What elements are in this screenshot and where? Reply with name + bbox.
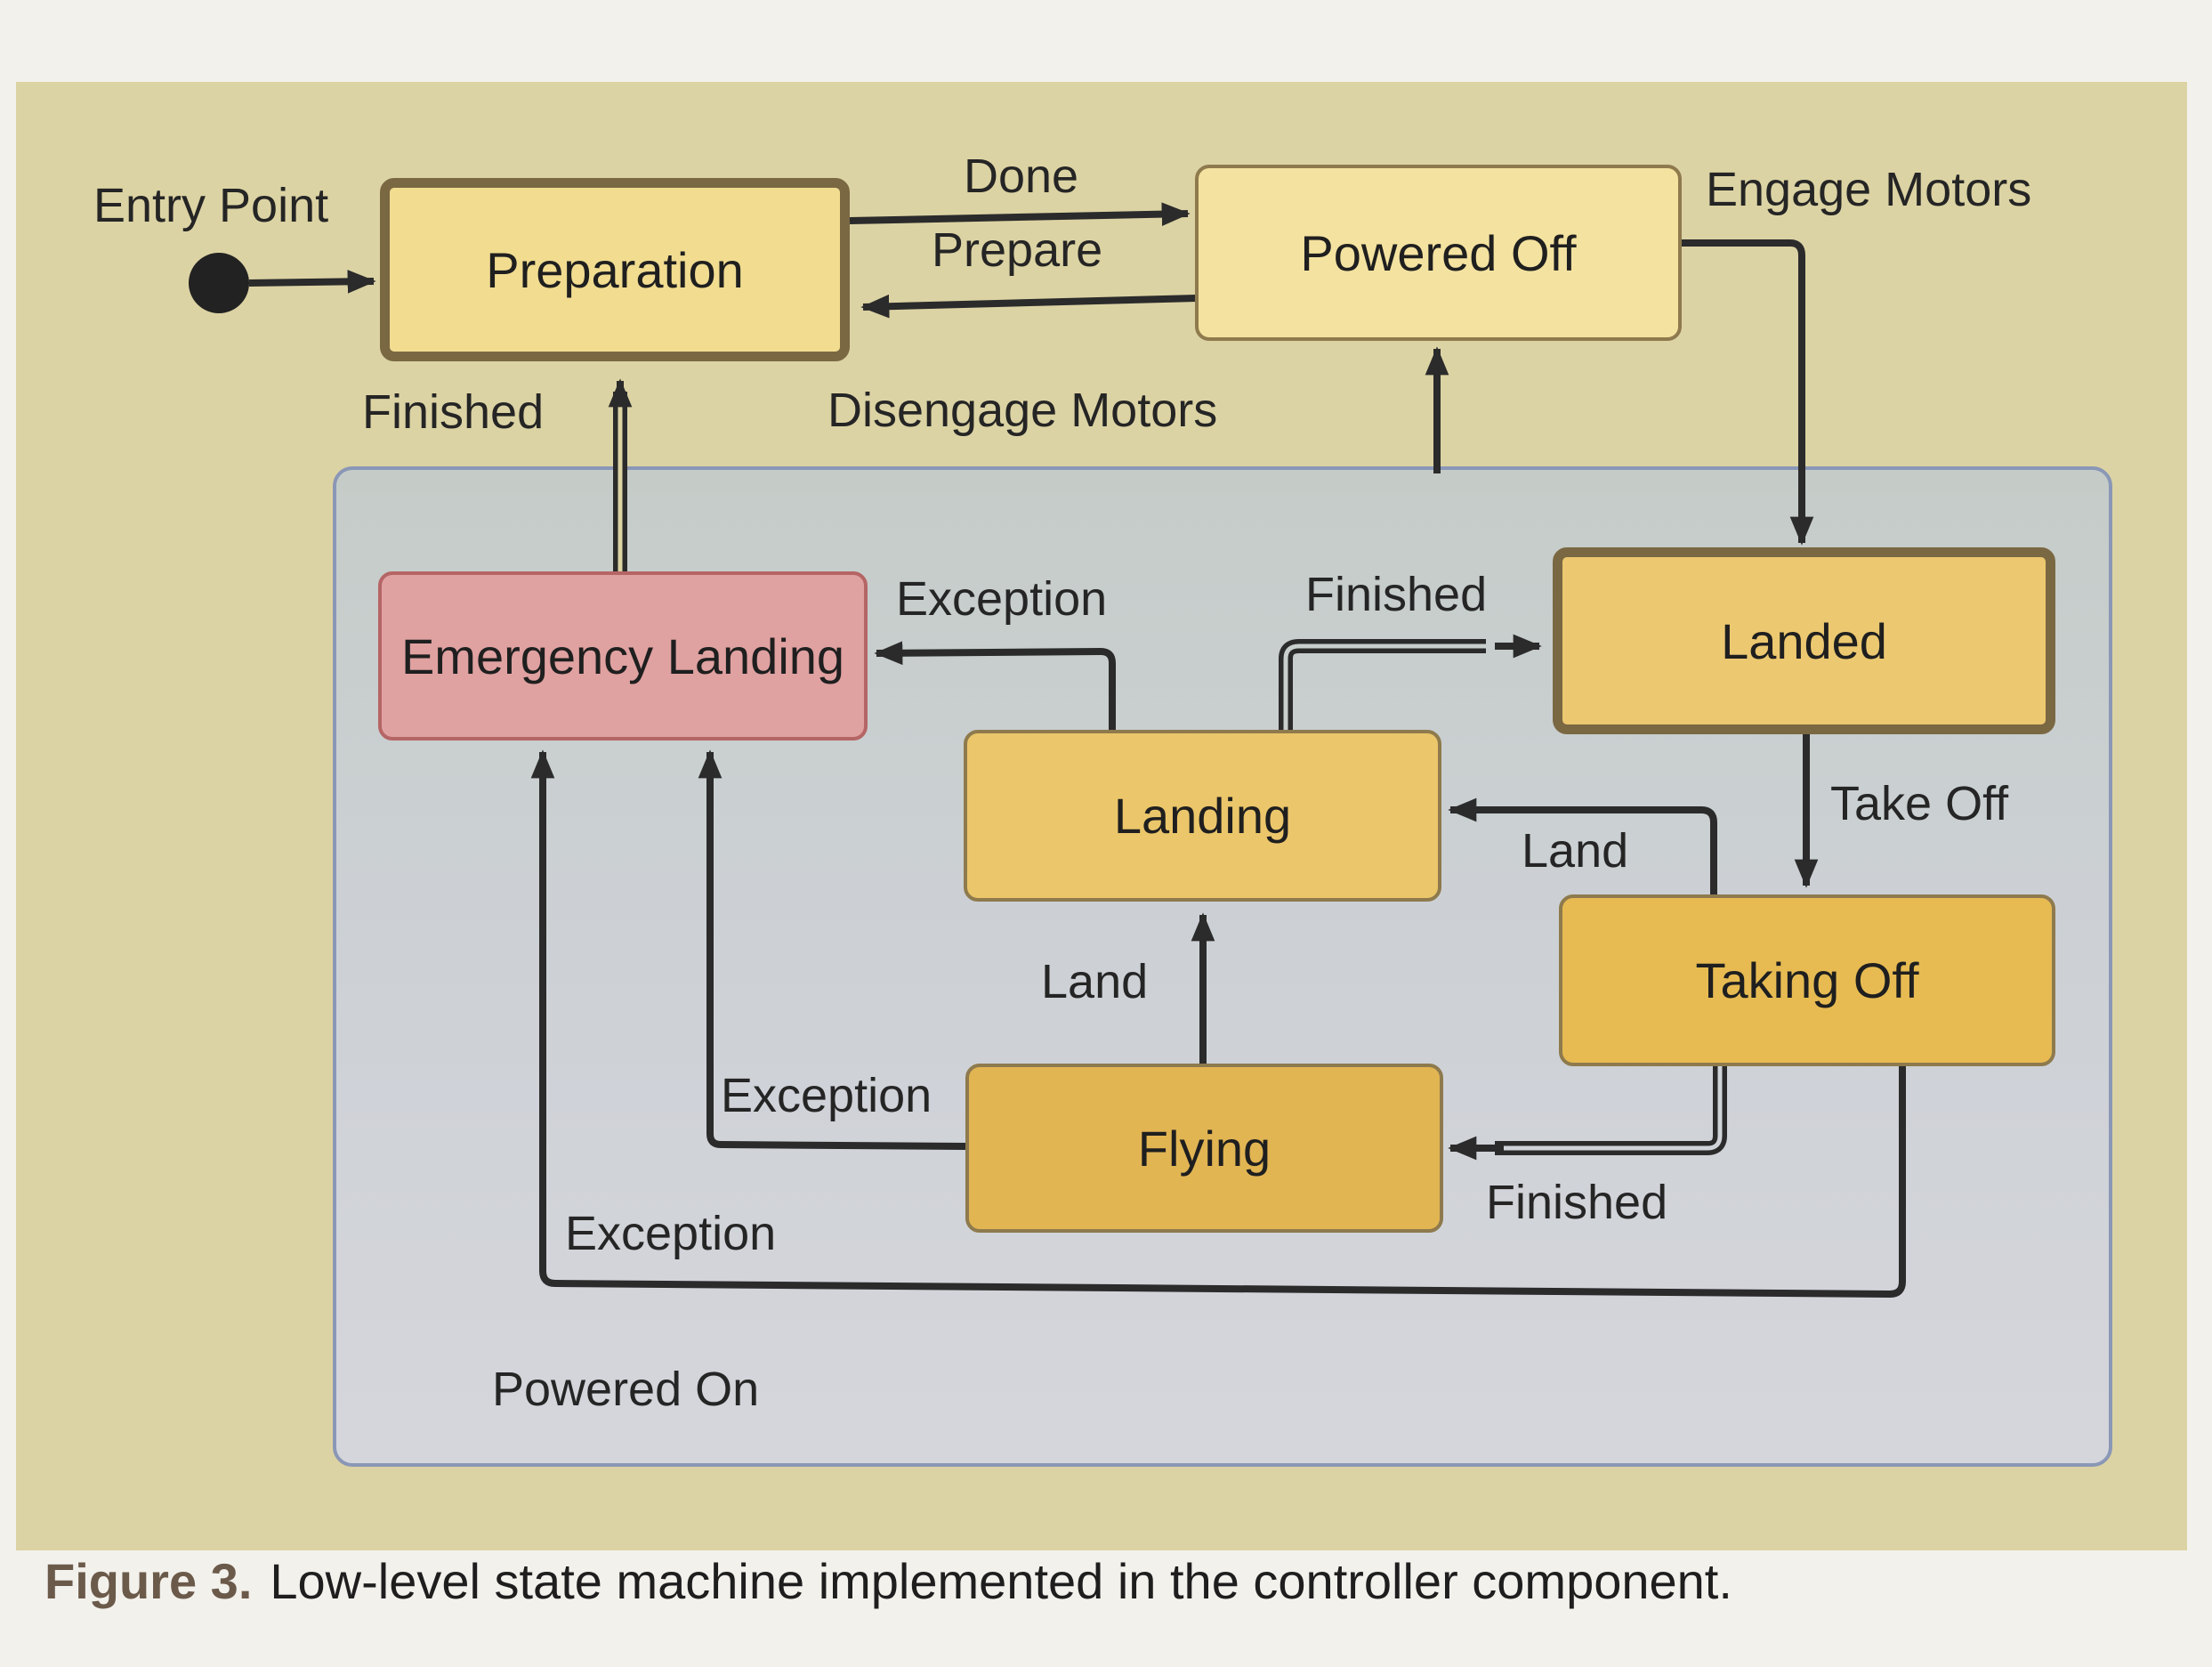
arrow-finished-landing xyxy=(1279,639,1486,730)
label-land-flying: Land xyxy=(1041,955,1149,1008)
label-entry-point: Entry Point xyxy=(93,179,329,232)
state-emergency-landing: Emergency Landing xyxy=(378,571,868,740)
caption-figure-number: Figure 3. xyxy=(44,1553,253,1609)
state-preparation: Preparation xyxy=(380,178,850,361)
label-exception-taking-off: Exception xyxy=(565,1207,777,1260)
label-land-taking-off: Land xyxy=(1522,824,1629,878)
entry-point-node xyxy=(189,253,249,313)
label-finished-taking-off: Finished xyxy=(1486,1176,1668,1229)
arrow-engage-motors xyxy=(1682,239,1814,546)
label-prepare: Prepare xyxy=(932,223,1103,277)
state-taking-off: Taking Off xyxy=(1559,894,2055,1066)
arrow-exception-landing xyxy=(874,641,1116,730)
state-landed: Landed xyxy=(1553,547,2055,734)
label-finished-preparation: Finished xyxy=(362,385,545,439)
arrow-land-taking-off xyxy=(1448,797,1717,894)
state-powered-off: Powered Off xyxy=(1195,165,1682,341)
label-engage-motors: Engage Motors xyxy=(1706,163,2032,216)
label-finished-landing: Finished xyxy=(1305,568,1488,621)
arrow-finished-taking-off xyxy=(1495,1066,1727,1155)
arrow-prepare xyxy=(860,294,1198,319)
label-powered-on: Powered On xyxy=(492,1363,760,1416)
arrow-entry xyxy=(248,270,376,294)
label-done: Done xyxy=(964,150,1079,203)
label-disengage-motors: Disengage Motors xyxy=(827,384,1218,437)
arrow-done xyxy=(849,202,1191,226)
label-exception-landing: Exception xyxy=(896,572,1108,626)
figure-caption: Figure 3. Low-level state machine impleme… xyxy=(44,1552,1732,1610)
label-take-off: Take Off xyxy=(1830,777,2009,830)
arrow-exception-taking-off xyxy=(530,749,1906,1299)
caption-text: Low-level state machine implemented in t… xyxy=(270,1553,1732,1609)
arrow-exception-flying xyxy=(698,749,966,1150)
state-landing: Landing xyxy=(964,730,1441,902)
label-exception-flying: Exception xyxy=(721,1069,932,1122)
state-flying: Flying xyxy=(965,1064,1443,1233)
